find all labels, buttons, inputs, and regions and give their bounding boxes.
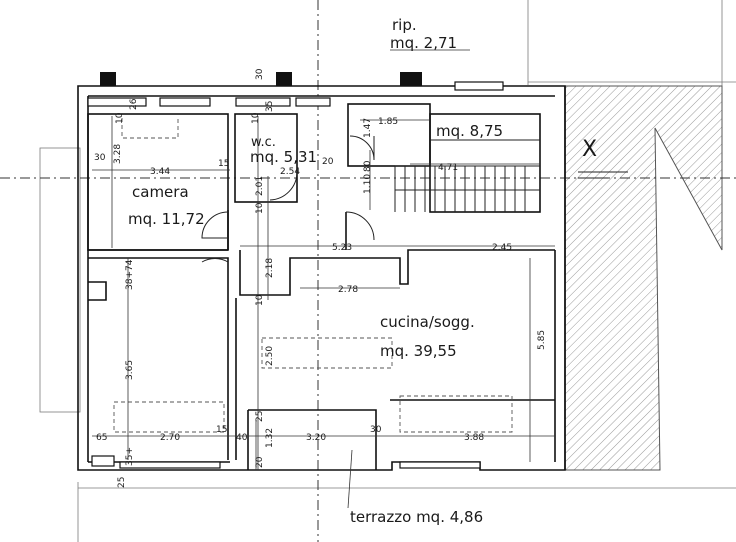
dim-320: 3.20 (306, 433, 326, 443)
dim-365: 3.65 (125, 360, 135, 380)
dim-15-b: 15 (216, 425, 227, 435)
cucina-label: cucina/sogg. (380, 313, 475, 331)
terrazzo-leader (347, 449, 353, 509)
dim-20-b: 20 (255, 456, 265, 468)
door-swings (201, 135, 375, 263)
dim-80: 80 (363, 160, 373, 172)
wc-area: mq. 5,31 (250, 148, 317, 166)
dim-30-top: 30 (255, 68, 265, 80)
cucina-area: mq. 39,55 (380, 342, 457, 360)
dim-147: 1.47 (363, 118, 373, 138)
room-labels: rip. mq. 2,71 mq. 8,75 w.c. mq. 5,31 cam… (128, 16, 503, 526)
dim-245: 2.45 (492, 243, 512, 253)
dim-523: 5.23 (332, 243, 352, 253)
dimension-labels: 30 10 26 10 35 30 3.28 3.44 15 1.85 1.47… (94, 68, 547, 488)
rip-label: rip. (392, 16, 417, 34)
dim-132: 1.32 (265, 428, 275, 448)
camera-label: camera (132, 183, 189, 201)
terrazzo-label: terrazzo mq. 4,86 (350, 508, 483, 526)
chimney-blocks (100, 72, 422, 86)
dim-25-a: 25 (255, 411, 265, 422)
dim-110: 1.10 (363, 174, 373, 194)
dim-10-b: 10 (251, 112, 261, 124)
dim-20-a: 20 (322, 157, 334, 167)
camera-area: mq. 11,72 (128, 210, 205, 228)
dimension-lines (92, 49, 555, 470)
dim-388: 3.88 (464, 433, 484, 443)
dim-270: 2.70 (160, 433, 180, 443)
dim-15-a: 15 (218, 159, 229, 169)
furniture-outlines (113, 118, 513, 433)
dim-30-left: 30 (94, 153, 106, 163)
dim-40: 40 (236, 433, 248, 443)
dim-344: 3.44 (150, 167, 170, 177)
dim-185: 1.85 (378, 117, 398, 127)
rip-area: mq. 2,71 (390, 34, 457, 52)
dim-250: 2.50 (265, 346, 275, 366)
staircase (394, 139, 540, 212)
dim-254: 2.54 (280, 167, 300, 177)
marker-letter: X (582, 137, 597, 162)
dim-35-a: 35 (265, 101, 275, 112)
dim-585: 5.85 (537, 330, 547, 350)
dim-201: 2.01 (255, 176, 265, 196)
walls (77, 85, 566, 471)
dim-30-right: 30 (370, 425, 382, 435)
dim-218: 2.18 (265, 258, 275, 278)
dim-10-c: 10 (255, 202, 265, 214)
dim-328: 3.28 (113, 144, 123, 164)
dim-25-b: 25 (117, 477, 127, 488)
dim-278: 2.78 (338, 285, 358, 295)
dim-10-a: 10 (115, 112, 125, 124)
dim-35-b: 35+ (125, 447, 135, 466)
dim-65: 65 (96, 433, 107, 443)
wc-label: w.c. (251, 135, 276, 150)
windows (87, 81, 504, 469)
dim-3874: 38+74 (125, 259, 135, 290)
dim-26: 26 (129, 98, 139, 110)
section-marker: X (578, 137, 628, 179)
dim-471: 4.71 (438, 163, 458, 173)
stair-area: mq. 8,75 (436, 122, 503, 140)
dim-10-d: 10 (255, 294, 265, 306)
